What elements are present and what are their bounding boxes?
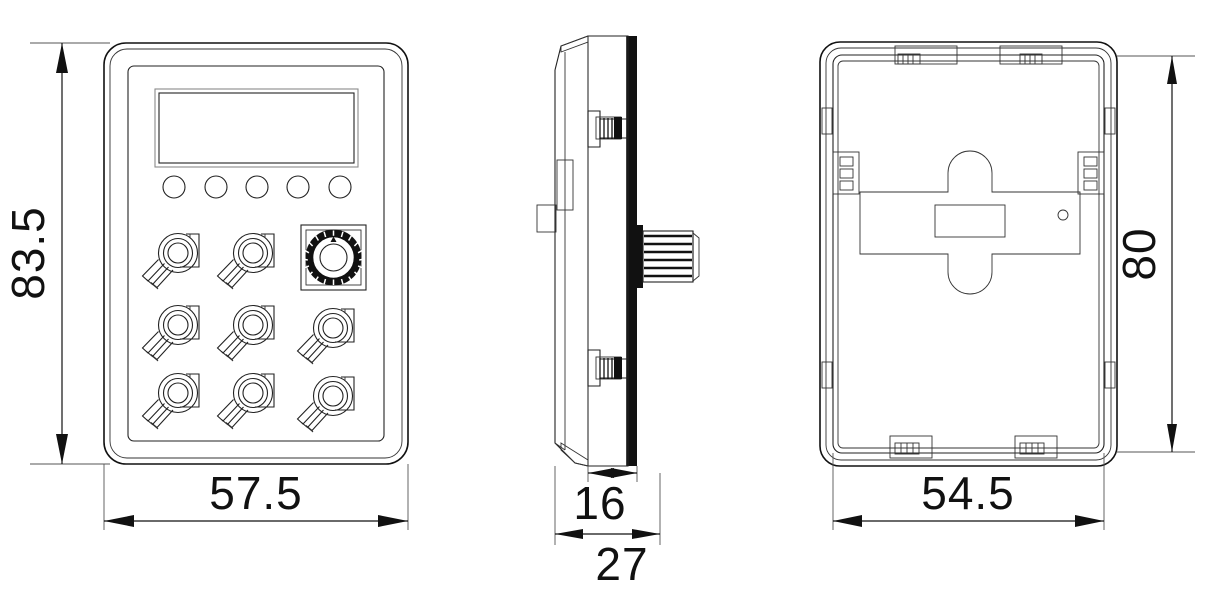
dimension-height-rear: 80 — [1113, 55, 1195, 453]
rotary-knob-front[interactable] — [300, 224, 367, 291]
edge-tab — [894, 45, 958, 65]
dimension-label-16: 16 — [573, 477, 626, 529]
arrowhead-left — [588, 468, 614, 478]
knob-knurl-lines — [644, 234, 692, 278]
tab-latch — [1019, 53, 1043, 65]
rear-view — [819, 41, 1118, 467]
dimension-depth-body: 16 — [573, 466, 638, 529]
connector-upper-keying — [614, 117, 622, 139]
indicator-led — [162, 175, 186, 199]
knob-cap-edge — [692, 232, 700, 282]
side-clip-right — [1077, 151, 1105, 195]
rotary-knob-bezel-outer — [300, 224, 367, 291]
cross-cutout — [859, 150, 1081, 295]
arrowhead-up — [56, 43, 68, 73]
dimension-label-54-5: 54.5 — [921, 467, 1015, 519]
connector-upper-body — [587, 110, 629, 148]
arrowhead-up — [1167, 56, 1177, 84]
tab-latch — [897, 53, 921, 65]
rear-shell-inner-edge — [825, 47, 1112, 461]
rear-cavity-wall — [832, 54, 1105, 454]
dimension-width-rear: 54.5 — [832, 453, 1105, 530]
lcd-display-screen — [158, 92, 355, 164]
side-top-chamfer-face — [560, 35, 589, 53]
side-connector-lower — [587, 349, 629, 387]
arrowhead-right — [1075, 515, 1104, 527]
indicator-led — [286, 175, 310, 199]
knob-collar — [637, 225, 643, 288]
arrowhead-right — [632, 529, 660, 539]
rotary-knob-cap — [319, 243, 348, 272]
tab-latch — [1019, 442, 1045, 455]
indicator-led-row — [162, 175, 352, 199]
arrowhead-down — [56, 434, 68, 464]
front-outer-bezel — [103, 42, 409, 465]
front-bezel-inner-edge — [109, 48, 403, 459]
arrowhead-right — [611, 468, 637, 478]
side-rib-right-upper — [1104, 107, 1116, 135]
lcd-display-outer — [154, 88, 359, 168]
side-rib-right-lower — [1104, 361, 1116, 389]
arrowhead-right — [378, 515, 408, 527]
dimension-label-80: 80 — [1113, 227, 1165, 280]
dimension-width-front: 57.5 — [103, 464, 409, 530]
rotary-knob-pointer-icon — [330, 236, 337, 242]
tab-latch — [894, 442, 920, 455]
dimension-label-57-5: 57.5 — [209, 467, 303, 519]
side-rear-chamfer-bottom — [554, 442, 566, 451]
rotary-knob-knurl-teeth — [302, 230, 365, 285]
side-rib-left-lower — [821, 361, 833, 389]
dimension-label-83-5: 83.5 — [2, 206, 54, 300]
indicator-led — [204, 175, 228, 199]
rear-edge-tabs-top — [894, 45, 1063, 65]
side-faceplate-edge — [628, 36, 637, 466]
side-boss — [536, 204, 557, 233]
dimension-height-front: 83.5 — [2, 42, 110, 465]
dimension-depth-total: 27 — [554, 466, 661, 590]
rear-side-clips — [821, 107, 1116, 389]
pilot-hole — [1057, 209, 1069, 221]
connector-lower-body — [587, 349, 629, 387]
edge-tab — [1014, 435, 1058, 459]
edge-tab — [889, 435, 933, 459]
arrowhead-left — [555, 529, 583, 539]
side-connector-upper — [587, 110, 629, 148]
rear-edge-tabs-bottom — [889, 435, 1058, 459]
side-rib-left-upper — [821, 107, 833, 135]
center-label-window — [934, 204, 1006, 238]
side-mounting-tab — [556, 159, 574, 211]
rotary-knob-face — [311, 235, 356, 280]
side-clip-left — [832, 151, 860, 195]
side-view — [536, 35, 700, 467]
front-faceplate — [127, 65, 385, 442]
arrowhead-left — [104, 515, 134, 527]
indicator-led — [328, 175, 352, 199]
indicator-led — [245, 175, 269, 199]
side-bottom-chamfer-face — [560, 442, 589, 467]
connector-lower-pins — [599, 358, 613, 379]
connector-lower-keying — [614, 357, 622, 379]
front-view — [103, 42, 409, 465]
arrowhead-down — [1167, 424, 1177, 452]
arrowhead-left — [833, 515, 862, 527]
dimension-label-27: 27 — [595, 538, 648, 590]
connector-upper-pins — [599, 118, 613, 139]
rear-cavity-inner — [837, 60, 1100, 449]
rotary-knob-side[interactable] — [637, 225, 700, 288]
rear-outer-shell — [819, 41, 1118, 467]
